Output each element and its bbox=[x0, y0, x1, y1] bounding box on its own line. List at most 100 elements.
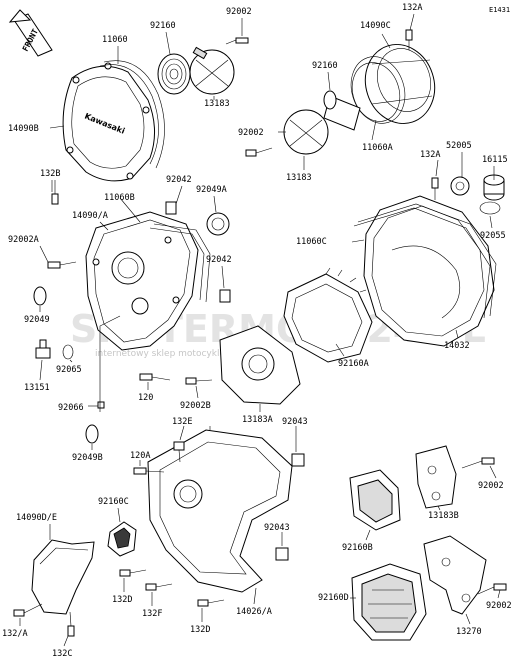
bolt-92002-r2 bbox=[477, 583, 507, 595]
bracket-13183B bbox=[415, 445, 457, 509]
label-92160B: 92160B bbox=[342, 543, 373, 553]
bolt-132E bbox=[173, 441, 185, 463]
damper-92160C bbox=[107, 521, 137, 557]
spring-92160-top bbox=[157, 53, 191, 95]
o-ring-92055 bbox=[479, 201, 501, 215]
oil-seal-92049B bbox=[85, 424, 99, 444]
label-52005: 52005 bbox=[446, 141, 472, 151]
label-120: 120 bbox=[138, 393, 153, 403]
label-13183-top: 13183 bbox=[204, 99, 230, 109]
label-92160-top: 92160 bbox=[150, 21, 176, 31]
label-92042-top: 92042 bbox=[166, 175, 192, 185]
label-92043-top: 92043 bbox=[282, 417, 308, 427]
bolt-132C bbox=[67, 611, 75, 637]
bracket-13270 bbox=[423, 535, 487, 615]
bolt-92002A bbox=[47, 261, 77, 269]
label-92002-top: 92002 bbox=[226, 7, 252, 17]
dowel-92042-top bbox=[165, 201, 177, 215]
bolt-132B bbox=[51, 180, 59, 205]
label-132D-b: 132D bbox=[190, 625, 210, 635]
label-92002-mid: 92002 bbox=[238, 128, 264, 138]
label-132A-right: 132A bbox=[420, 150, 440, 160]
label-92160C: 92160C bbox=[98, 497, 129, 507]
o-ring-92065 bbox=[62, 344, 74, 360]
label-132A-bot: 132/A bbox=[2, 629, 28, 639]
oil-seal-92049A bbox=[206, 212, 230, 236]
label-16115: 16115 bbox=[482, 155, 508, 165]
plate-13183A bbox=[219, 325, 301, 405]
gasket-11060A bbox=[350, 56, 406, 124]
bolt-132D-b bbox=[197, 599, 225, 607]
label-92049A: 92049A bbox=[196, 185, 227, 195]
label-14090C: 14090C bbox=[360, 21, 391, 31]
bolt-92002-r1 bbox=[461, 457, 495, 469]
dowel-92043-bot bbox=[275, 547, 289, 561]
label-13183B: 13183B bbox=[428, 511, 459, 521]
watermark-tagline: internetowy sklep motocyklowy bbox=[95, 349, 238, 359]
label-132B: 132B bbox=[40, 169, 60, 179]
bolt-132A-bot bbox=[13, 603, 43, 617]
plug-13151 bbox=[35, 339, 51, 359]
bolt-120 bbox=[139, 373, 171, 381]
label-14032: 14032 bbox=[444, 341, 470, 351]
bolt-132A-top bbox=[405, 29, 413, 50]
label-92043-bot: 92043 bbox=[264, 523, 290, 533]
label-92002-r1: 92002 bbox=[478, 481, 504, 491]
gasket-11060 bbox=[99, 60, 165, 169]
gasket-11060B bbox=[149, 223, 211, 303]
label-92049B: 92049B bbox=[72, 453, 103, 463]
label-92066: 92066 bbox=[58, 403, 84, 413]
diagram-id: E1431 bbox=[489, 6, 510, 14]
label-14090DE: 14090D/E bbox=[16, 513, 57, 523]
label-13183A: 13183A bbox=[242, 415, 273, 425]
label-92002-r2: 92002 bbox=[486, 601, 512, 611]
crankcase-cover-14090A bbox=[85, 211, 199, 351]
label-14090A: 14090/A bbox=[72, 211, 108, 221]
spring-92160-mid bbox=[323, 90, 361, 131]
label-11060: 11060 bbox=[102, 35, 128, 45]
oil-seal-92049 bbox=[33, 286, 47, 306]
sprocket-cover-14026A bbox=[147, 429, 293, 593]
label-14026A: 14026/A bbox=[236, 607, 272, 617]
bolt-92002-mid bbox=[245, 147, 273, 157]
bolt-132A-right bbox=[431, 177, 439, 200]
front-marker: FRONT bbox=[8, 9, 53, 57]
dowel-92042-mid bbox=[219, 289, 231, 303]
rotor-92160A bbox=[283, 267, 373, 363]
generator-cover-14090C bbox=[364, 44, 436, 124]
generator-cover-14032 bbox=[363, 195, 495, 347]
label-92042-mid: 92042 bbox=[206, 255, 232, 265]
pin-92066 bbox=[97, 401, 105, 409]
bolt-92002-top bbox=[225, 37, 249, 45]
label-13183-mid: 13183 bbox=[286, 173, 312, 183]
seal-52005 bbox=[450, 176, 470, 196]
label-11060A: 11060A bbox=[362, 143, 393, 153]
label-13270: 13270 bbox=[456, 627, 482, 637]
gasket-11060C bbox=[353, 203, 497, 319]
dowel-92043-top bbox=[291, 453, 305, 467]
label-92055: 92055 bbox=[480, 231, 506, 241]
part-labels: 11060 92160 92002 13183 14090B 132B 132A… bbox=[2, 3, 512, 659]
label-132A-top: 132A bbox=[402, 3, 422, 13]
label-14090B: 14090B bbox=[8, 124, 39, 134]
bolt-132F bbox=[145, 583, 173, 591]
bolt-132D-a bbox=[119, 569, 147, 577]
guard-14090DE bbox=[31, 539, 95, 615]
label-92160-mid: 92160 bbox=[312, 61, 338, 71]
label-92049: 92049 bbox=[24, 315, 50, 325]
clutch-cover-14090B: Kawasaki bbox=[62, 62, 155, 182]
label-92002B: 92002B bbox=[180, 401, 211, 411]
leader-lines bbox=[19, 13, 501, 647]
label-13151: 13151 bbox=[24, 383, 50, 393]
label-92002A: 92002A bbox=[8, 235, 39, 245]
plate-13183-top bbox=[189, 46, 235, 95]
damper-92160D bbox=[351, 563, 427, 641]
label-92065: 92065 bbox=[56, 365, 82, 375]
label-132E: 132E bbox=[172, 417, 192, 427]
label-92160A: 92160A bbox=[338, 359, 369, 369]
label-11060B: 11060B bbox=[104, 193, 135, 203]
label-11060C: 11060C bbox=[296, 237, 327, 247]
label-132C: 132C bbox=[52, 649, 72, 659]
